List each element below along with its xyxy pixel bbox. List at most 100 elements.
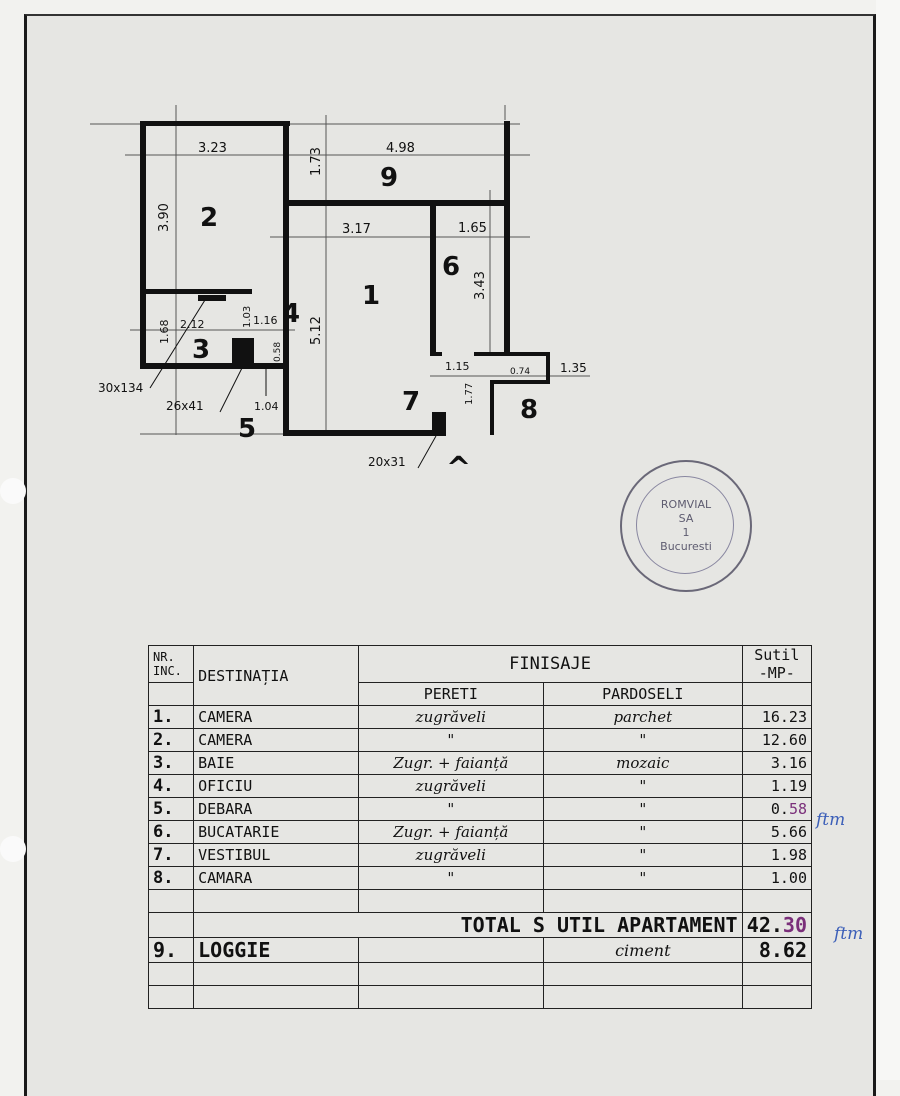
row-nr: 4. [147,774,195,798]
total-label: TOTAL S UTIL APARTAMENT [193,912,743,938]
header-pardoseli: PARDOSELI [543,682,743,706]
dim-label: 1.77 [464,383,475,405]
dim-label: 1.04 [254,400,279,413]
row-nr: 6. [147,820,195,844]
dim-label: 3.90 [157,203,172,232]
row-nr: 7. [147,843,195,867]
room-3: 3 [192,335,210,365]
room-1: 1 [362,281,380,311]
walls [140,121,550,436]
table-row-empty [147,962,813,986]
row-pereti: zugrăveli [357,774,545,798]
header-nr-cont [147,682,195,706]
row-dest: VESTIBUL [193,843,359,867]
total-value: 42.30 [741,912,813,938]
header-sutil: Sutil-MP- [741,645,813,683]
row-nr: 5. [147,797,195,821]
row-dest: LOGGIE [193,937,359,963]
row-pardoseli: mozaic [543,751,743,775]
row-area: 12.60 [741,728,813,752]
row-pardoseli: parchet [543,705,743,729]
row-nr: 1. [147,705,195,729]
row-pereti: zugrăveli [357,843,545,867]
row-pardoseli: ciment [543,937,743,963]
header-destinatia: DESTINAȚIA [193,645,359,706]
dim-label: 5.12 [309,316,324,345]
dim-label: 1.68 [158,320,171,345]
dim-label: 2.12 [180,318,205,331]
floor-plan: 1 2 3 4 5 6 7 8 9 3.23 3.90 4.98 1.73 3.… [90,105,590,486]
row-dest: CAMARA [193,866,359,890]
row-dest: BUCATARIE [193,820,359,844]
row-pardoseli: " [543,820,743,844]
row-pereti: " [357,797,545,821]
leader-lines [149,299,437,469]
room-numbers: 1 2 3 4 5 6 7 8 9 [192,163,538,444]
entrance-arrow-icon: ^ [446,451,471,486]
header-s-cont [741,682,813,706]
dim-label: 20x31 [368,455,406,469]
row-pereti: zugrăveli [357,705,545,729]
header-finisaje: FINISAJE [357,645,743,683]
room-4: 4 [282,299,300,329]
row-area: 16.23 [741,705,813,729]
row-area: 1.98 [741,843,813,867]
row-pardoseli: " [543,774,743,798]
stamp-line: SA [678,512,694,525]
dim-label: 1.15 [445,360,470,373]
handwritten-initials: ftm [816,810,846,830]
dim-label: 26x41 [166,399,204,413]
dimension-lines [90,105,590,435]
punch-hole [0,478,26,504]
dimension-labels: 3.23 3.90 4.98 1.73 3.17 5.12 1.65 3.43 … [98,141,587,469]
company-stamp: ROMVIAL SA 1 Bucuresti [620,460,752,592]
stamp-line: 1 [682,526,690,539]
dim-label: 4.98 [386,141,415,156]
row-dest: CAMERA [193,728,359,752]
table-row-empty [147,985,813,1009]
row-area: 3.16 [741,751,813,775]
stamp-line: Bucuresti [660,540,712,553]
row-area: 0.58 [741,797,813,821]
finishes-table: NR.INC. DESTINAȚIA FINISAJE Sutil-MP- PE… [147,645,813,1009]
dim-label: 3.23 [198,141,227,156]
table-row: 2.CAMERA""12.60 [147,728,813,752]
row-dest: BAIE [193,751,359,775]
table-row: 8.CAMARA""1.00 [147,866,813,890]
dim-label: 3.17 [342,222,371,237]
loggia-row: 9. LOGGIE ciment 8.62 [147,937,813,963]
header-pereti: PERETI [357,682,545,706]
dim-label: 3.43 [473,271,488,300]
row-area: 1.19 [741,774,813,798]
row-pereti: Zugr. + faianță [357,751,545,775]
punch-hole [0,836,26,862]
row-dest: DEBARA [193,797,359,821]
row-area: 5.66 [741,820,813,844]
room-5: 5 [238,414,256,444]
stamp-line: ROMVIAL [660,498,712,511]
dim-label: 1.35 [560,361,587,375]
table-row-empty [147,889,813,913]
room-2: 2 [200,203,218,233]
row-pereti: " [357,866,545,890]
dim-label: 0.58 [273,342,283,362]
row-nr: 2. [147,728,195,752]
row-dest: CAMERA [193,705,359,729]
dim-label: 1.03 [242,306,253,328]
table-row: 5.DEBARA""0.58 [147,797,813,821]
row-area: 8.62 [741,937,813,963]
row-pardoseli: " [543,843,743,867]
row-nr: 8. [147,866,195,890]
row-area: 1.00 [741,866,813,890]
handwritten-initials: ftm [834,924,864,944]
row-pereti: Zugr. + faianță [357,820,545,844]
room-9: 9 [380,163,398,193]
dim-label: 1.16 [253,314,278,327]
header-nr: NR.INC. [147,645,195,683]
dim-label: 30x134 [98,381,143,395]
row-nr: 9. [147,937,195,963]
